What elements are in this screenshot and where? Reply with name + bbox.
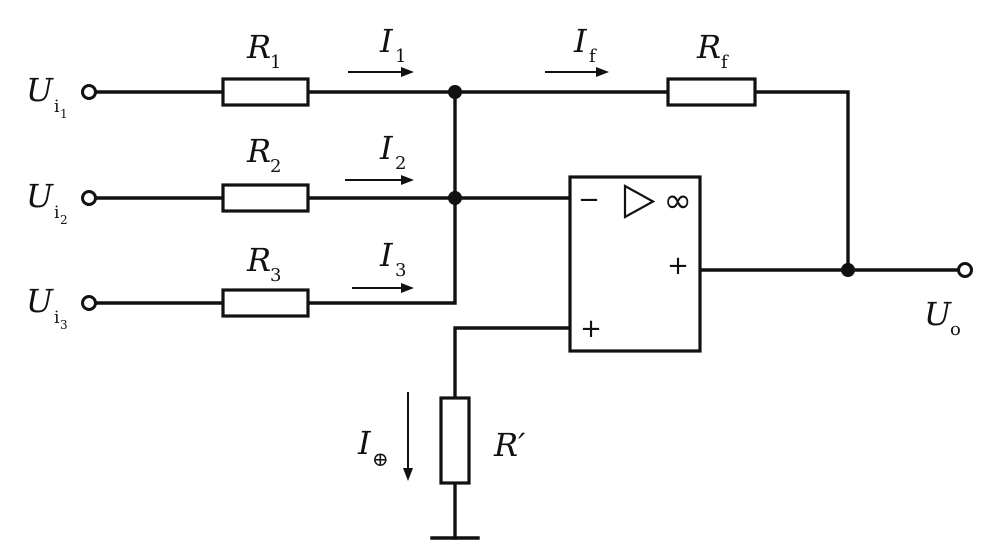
rf-symbol: R xyxy=(696,28,721,66)
ui1-sub: i xyxy=(54,97,60,117)
wire-rf-output xyxy=(753,90,850,272)
ui1-subsub: 1 xyxy=(60,107,68,121)
ui1-symbol: U xyxy=(26,71,54,109)
arrow-i3-icon xyxy=(352,283,414,293)
ui3-symbol: U xyxy=(26,282,54,320)
terminal-ui3 xyxy=(81,295,97,311)
terminal-uo xyxy=(957,262,973,278)
i1-sub: 1 xyxy=(395,46,406,67)
r1-symbol: R xyxy=(246,28,271,66)
ibal-symbol: I xyxy=(357,424,372,462)
arrow-i1-icon xyxy=(348,67,414,77)
label-r3: R 3 xyxy=(246,241,281,286)
opamp-triangle-icon xyxy=(623,184,656,219)
label-r2: R 2 xyxy=(246,132,281,177)
label-if: I f xyxy=(573,22,597,67)
arrow-ibal-icon xyxy=(403,392,413,481)
wires xyxy=(94,90,960,540)
label-rprime: R′ xyxy=(493,426,526,464)
arrow-if-icon xyxy=(545,67,609,77)
opamp-noninverting-sign: + xyxy=(580,314,602,344)
ui2-sub: i xyxy=(54,203,60,223)
resistor-r1 xyxy=(221,77,310,107)
label-ui1: U i 1 xyxy=(26,71,68,121)
wire-noninverting-rprime xyxy=(453,326,572,400)
junction-node-middle xyxy=(448,191,462,205)
resistor-r2 xyxy=(221,183,310,213)
i2-symbol: I xyxy=(379,129,394,167)
wire-r3-summing-node xyxy=(306,90,457,305)
ui2-symbol: U xyxy=(26,177,54,215)
r3-symbol: R xyxy=(246,241,271,279)
resistor-rf xyxy=(666,77,757,107)
ibal-sub: ⊕ xyxy=(372,447,389,471)
terminal-ui1 xyxy=(81,84,97,100)
junction-node-output xyxy=(841,263,855,277)
label-i1: I 1 xyxy=(379,22,406,67)
label-ui3: U i 3 xyxy=(26,282,68,332)
junction-node-top xyxy=(448,85,462,99)
i1-symbol: I xyxy=(379,22,394,60)
i2-sub: 2 xyxy=(395,153,406,174)
r2-symbol: R xyxy=(246,132,271,170)
opamp-output-sign: + xyxy=(667,251,689,281)
r1-sub: 1 xyxy=(270,52,281,73)
resistor-r3 xyxy=(221,288,310,318)
label-uo: U o xyxy=(924,295,961,340)
i3-symbol: I xyxy=(379,236,394,274)
ui2-subsub: 2 xyxy=(60,213,68,227)
opamp-inverting-sign: − xyxy=(578,185,600,215)
label-i2: I 2 xyxy=(379,129,406,174)
opamp-gain-symbol: ∞ xyxy=(664,181,692,221)
uo-symbol: U xyxy=(924,295,952,333)
if-sub: f xyxy=(589,46,597,67)
i3-sub: 3 xyxy=(395,260,406,281)
ui3-sub: i xyxy=(54,308,60,328)
label-ui2: U i 2 xyxy=(26,177,68,227)
r3-sub: 3 xyxy=(270,265,281,286)
opamp-body xyxy=(568,175,702,353)
ui3-subsub: 3 xyxy=(60,318,68,332)
arrow-i2-icon xyxy=(345,175,414,185)
rf-sub: f xyxy=(721,52,729,73)
label-r1: R 1 xyxy=(246,28,281,73)
uo-sub: o xyxy=(950,319,961,340)
if-symbol: I xyxy=(573,22,588,60)
label-i3: I 3 xyxy=(379,236,406,281)
terminal-ui2 xyxy=(81,190,97,206)
label-ibal: I ⊕ xyxy=(357,424,389,471)
resistor-rprime xyxy=(439,396,471,485)
r2-sub: 2 xyxy=(270,156,281,177)
label-rf: R f xyxy=(696,28,729,73)
